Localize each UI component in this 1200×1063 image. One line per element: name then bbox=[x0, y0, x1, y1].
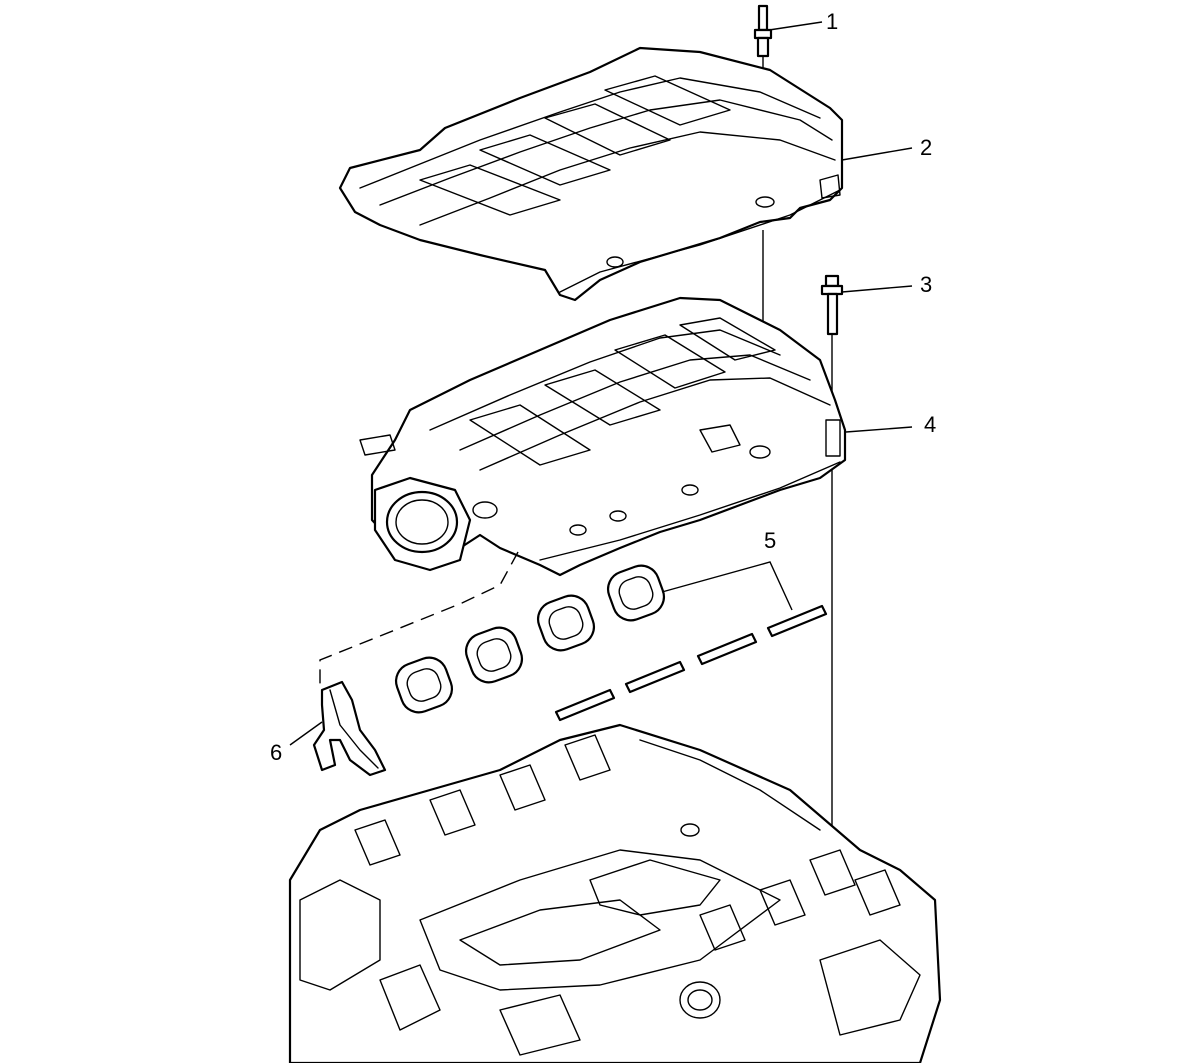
callout-5-leader bbox=[661, 561, 793, 611]
callout-4: 4 bbox=[924, 412, 936, 437]
callout-5: 5 bbox=[764, 528, 776, 553]
callout-6-leader bbox=[289, 721, 323, 746]
callout-2: 2 bbox=[920, 135, 932, 160]
callout-4-leader bbox=[845, 426, 913, 433]
callout-3-leader bbox=[841, 285, 913, 293]
assembly-dashed-line bbox=[319, 551, 519, 690]
intake-gaskets bbox=[394, 564, 828, 722]
engine-block bbox=[288, 723, 942, 1063]
callout-1-leader bbox=[768, 21, 823, 31]
intake-manifold bbox=[359, 296, 847, 577]
callout-3: 3 bbox=[920, 272, 932, 297]
manifold-bolt bbox=[820, 274, 844, 860]
callout-1: 1 bbox=[826, 9, 838, 34]
callout-2-leader bbox=[841, 147, 913, 161]
callout-6: 6 bbox=[270, 740, 282, 765]
pcv-hose bbox=[312, 680, 387, 777]
engine-cover bbox=[338, 46, 844, 302]
